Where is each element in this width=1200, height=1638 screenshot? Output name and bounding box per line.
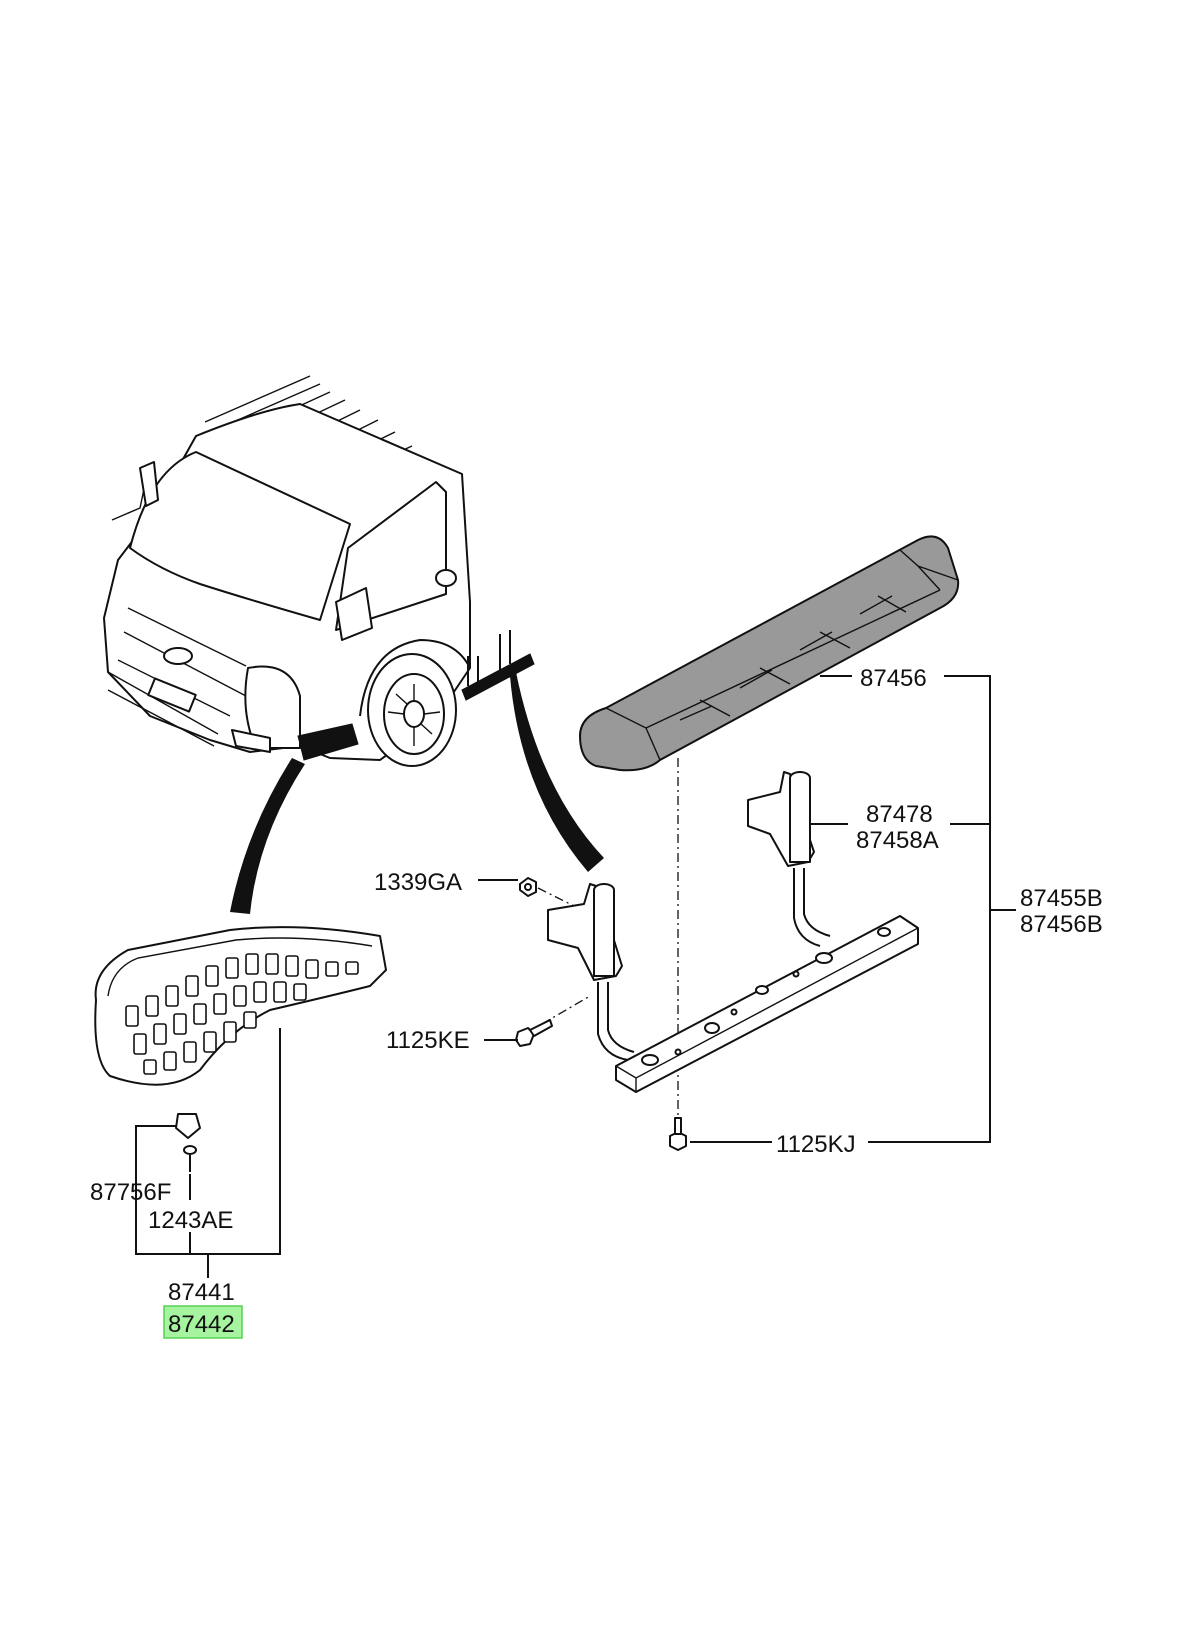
side-step-miniature bbox=[461, 630, 535, 701]
callout-1339ga[interactable]: 1339GA bbox=[374, 869, 462, 896]
callout-1125ke[interactable]: 1125KE bbox=[386, 1027, 470, 1054]
clip-icon bbox=[175, 1113, 201, 1139]
callout-1243ae[interactable]: 1243AE bbox=[148, 1207, 233, 1234]
pointer-wedge-right bbox=[510, 672, 604, 872]
step-rail-assembly bbox=[547, 771, 919, 1093]
alignment-line-bolt bbox=[541, 995, 591, 1025]
bolt-1125ke-icon bbox=[515, 1019, 553, 1047]
callout-87458a[interactable]: 87458A bbox=[856, 827, 939, 854]
highlight-box bbox=[163, 1305, 243, 1339]
nut-1339ga-icon bbox=[519, 877, 537, 897]
callout-87456[interactable]: 87456 bbox=[860, 665, 927, 692]
van-illustration bbox=[103, 375, 535, 767]
callout-87442[interactable]: 87442 bbox=[168, 1311, 235, 1338]
callout-87456b[interactable]: 87456B bbox=[1020, 911, 1103, 938]
bolt-1125kj-icon bbox=[669, 1117, 687, 1151]
callout-87441[interactable]: 87441 bbox=[168, 1279, 235, 1306]
front-step-marker bbox=[297, 723, 359, 761]
callout-87478[interactable]: 87478 bbox=[866, 801, 933, 828]
tread-pattern bbox=[125, 953, 359, 1075]
leader-lines bbox=[135, 675, 1016, 1278]
front-step-pad bbox=[94, 926, 387, 1172]
callout-87455b[interactable]: 87455B bbox=[1020, 885, 1103, 912]
screw-icon bbox=[183, 1145, 197, 1172]
callout-labels: 87456 87478 87458A 87455B 87456B 1339GA … bbox=[90, 665, 1103, 1339]
pointer-wedge-left bbox=[230, 758, 305, 914]
side-step-board bbox=[578, 535, 960, 772]
callout-1125kj[interactable]: 1125KJ bbox=[776, 1131, 856, 1158]
callout-87756f[interactable]: 87756F bbox=[90, 1179, 171, 1206]
